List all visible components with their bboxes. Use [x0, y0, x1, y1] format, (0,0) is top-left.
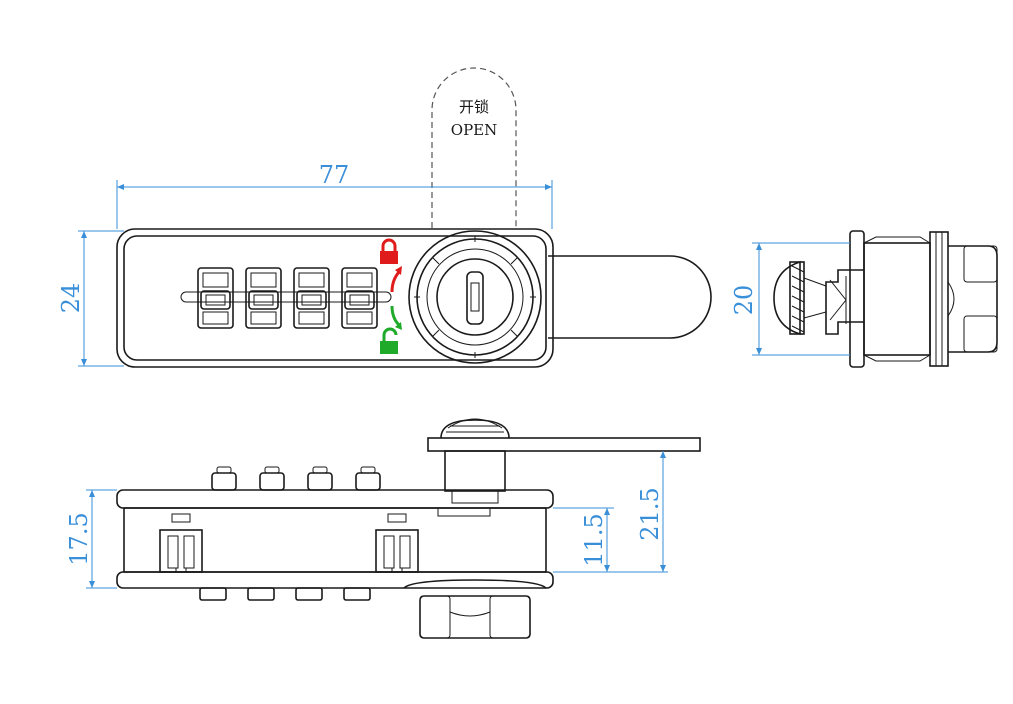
dimension-length: 77 [116, 161, 553, 229]
dimension-side-height: 20 [730, 242, 850, 356]
dimension-side-height-label: 20 [730, 285, 758, 316]
side-knob [948, 245, 998, 353]
padlock-closed-icon [380, 238, 398, 264]
combination-wheel [293, 267, 330, 329]
wheel-guide [180, 291, 392, 303]
dimension-body-thickness: 17.5 [65, 489, 117, 589]
open-note-english: OPEN [451, 121, 497, 139]
lock-body-inner [123, 235, 547, 361]
top-shaft [444, 450, 506, 492]
top-screw-head [440, 419, 510, 439]
front-view [116, 67, 712, 368]
padlock-open-icon [380, 327, 398, 354]
top-body-lower [116, 571, 554, 589]
dimension-height-label: 24 [57, 283, 85, 314]
side-view [773, 230, 998, 368]
side-bezel [849, 230, 865, 368]
cam-open-outline [431, 67, 517, 228]
cam-bar [548, 255, 712, 339]
top-wheel-buttons [211, 466, 381, 491]
dimension-cam-offset-label: 11.5 [580, 513, 608, 566]
side-body [863, 242, 931, 356]
combination-wheels [197, 267, 378, 329]
combination-wheel [197, 267, 234, 329]
top-body-upper [116, 489, 554, 509]
dimension-height: 24 [57, 230, 124, 367]
side-nut [929, 231, 949, 367]
top-view [116, 418, 701, 639]
dimension-total-depth: 21.5 [553, 451, 668, 573]
top-latch-left [159, 529, 203, 573]
combination-wheel [245, 267, 282, 329]
dimension-length-label: 77 [319, 161, 350, 189]
combination-wheel [341, 267, 378, 329]
lock-body-outer [116, 228, 554, 368]
top-view-knob [403, 579, 547, 639]
dimension-cam-offset: 11.5 [553, 507, 614, 573]
curved-arrow-down-icon [390, 305, 402, 330]
dimension-body-thickness-label: 17.5 [65, 512, 93, 565]
side-screw-head [773, 260, 801, 336]
top-latch-right [375, 529, 419, 573]
bottom-wheel-buttons [199, 587, 371, 601]
key-cylinder [408, 230, 542, 364]
top-body-middle [123, 507, 547, 573]
open-note-chinese: 开锁 [459, 98, 489, 116]
dimension-total-depth-label: 21.5 [636, 487, 664, 540]
curved-arrow-up-icon [390, 266, 402, 293]
top-cam-plate [427, 437, 701, 452]
